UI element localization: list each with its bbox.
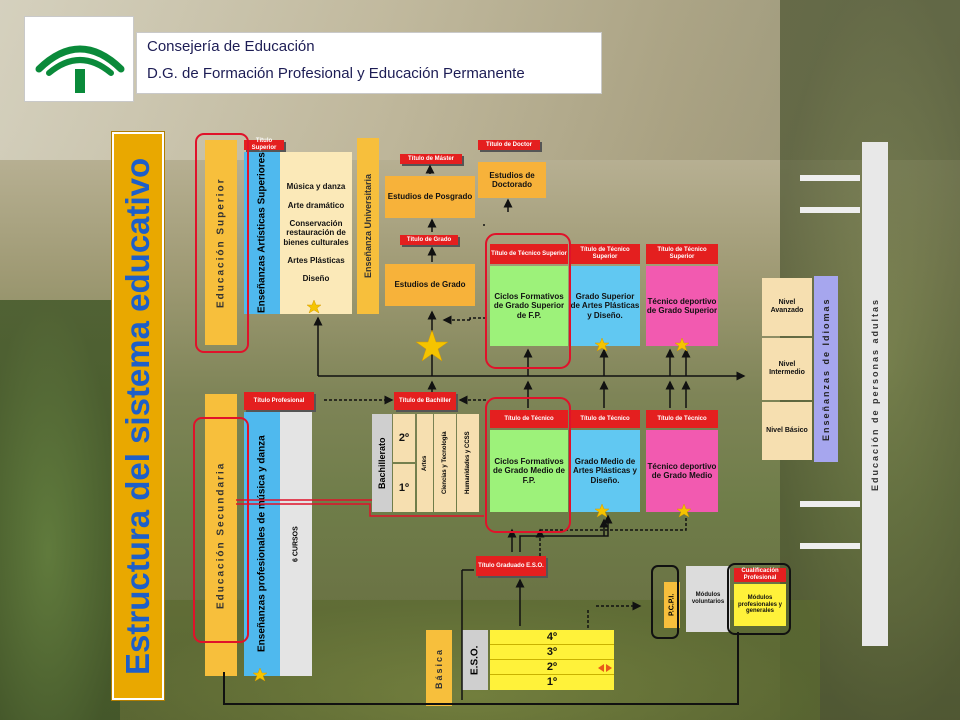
t2-title-badge: Título de Técnico xyxy=(570,410,640,428)
t2-box: Grado Medio de Artes Plásticas y Diseño. xyxy=(570,430,640,512)
star-icon xyxy=(674,337,690,352)
doctor-title-badge: Título de Doctor xyxy=(478,140,540,150)
master-title-badge: Título de Máster xyxy=(400,154,462,164)
cualificacion-title-badge: Cualificación Profesional xyxy=(734,568,786,582)
grado-box: Estudios de Grado xyxy=(385,264,475,306)
frame-secundaria xyxy=(193,417,249,643)
profesional-title-badge: Título Profesional xyxy=(244,392,314,410)
eso-year-3: 3º xyxy=(490,645,614,660)
background-trees-left xyxy=(0,300,120,720)
eso-title-badge: Título Graduado E.S.O. xyxy=(476,556,546,576)
star-icon xyxy=(594,337,610,352)
junta-andalucia-logo-icon xyxy=(35,45,125,93)
frame-cualificacion xyxy=(727,563,791,635)
ts2-title-badge: Título de Técnico Superior xyxy=(570,244,640,264)
diamond-marker-icon xyxy=(598,664,612,672)
titulo-superior-badge: Título Superior xyxy=(244,138,284,151)
t3-box: Técnico deportivo de Grado Medio xyxy=(646,430,718,512)
eso-year-2: 2º xyxy=(490,660,614,675)
t1-title-badge: Título de Técnico xyxy=(490,410,568,428)
header-line-1: Consejería de Educación xyxy=(147,38,315,55)
header-box: Consejería de Educación D.G. de Formació… xyxy=(136,32,602,94)
frame-pcpi xyxy=(651,565,679,639)
frame-superior xyxy=(195,133,249,353)
posgrado-box: Estudios de Posgrado xyxy=(385,176,475,218)
star-icon-big xyxy=(415,329,449,362)
ts1-title-badge: Título de Técnico Superior xyxy=(490,244,568,264)
artisticas-items: Música y danza Arte dramático Conservaci… xyxy=(280,152,352,314)
nivel-basico: Nivel Básico xyxy=(762,402,812,460)
star-icon xyxy=(676,503,692,518)
eso-year-4: 4º xyxy=(490,630,614,645)
star-icon xyxy=(252,667,268,682)
bachiller-title-badge: Título de Bachiller xyxy=(394,392,456,410)
doctorado-box: Estudios de Doctorado xyxy=(478,162,546,198)
grado-title-badge: Título de Grado xyxy=(400,235,458,245)
bach-curso-2: 2º xyxy=(393,414,415,462)
ts2-box: Grado Superior de Artes Plásticas y Dise… xyxy=(570,266,640,346)
star-icon xyxy=(306,299,322,314)
ts1-box: Ciclos Formativos de Grado Superior de F… xyxy=(490,266,568,346)
nivel-avanzado: Nivel Avanzado xyxy=(762,278,812,336)
modulos-generales: Módulos profesionales y generales xyxy=(734,584,786,626)
ts3-box: Técnico deportivo de Grado Superior xyxy=(646,266,718,346)
logo-box xyxy=(24,16,134,102)
t1-box: Ciclos Formativos de Grado Medio de F.P. xyxy=(490,430,568,512)
ts3-title-badge: Título de Técnico Superior xyxy=(646,244,718,264)
frame-t-fp xyxy=(485,397,571,533)
header-line-2: D.G. de Formación Profesional y Educació… xyxy=(147,65,525,82)
t3-title-badge: Título de Técnico xyxy=(646,410,718,428)
eso-year-1: 1º xyxy=(490,675,614,690)
nivel-intermedio: Nivel Intermedio xyxy=(762,338,812,400)
frame-ts-fp xyxy=(485,233,571,369)
bach-curso-1: 1º xyxy=(393,464,415,512)
star-icon xyxy=(594,503,610,518)
modulos-voluntarios: Módulos voluntarios xyxy=(686,566,730,632)
